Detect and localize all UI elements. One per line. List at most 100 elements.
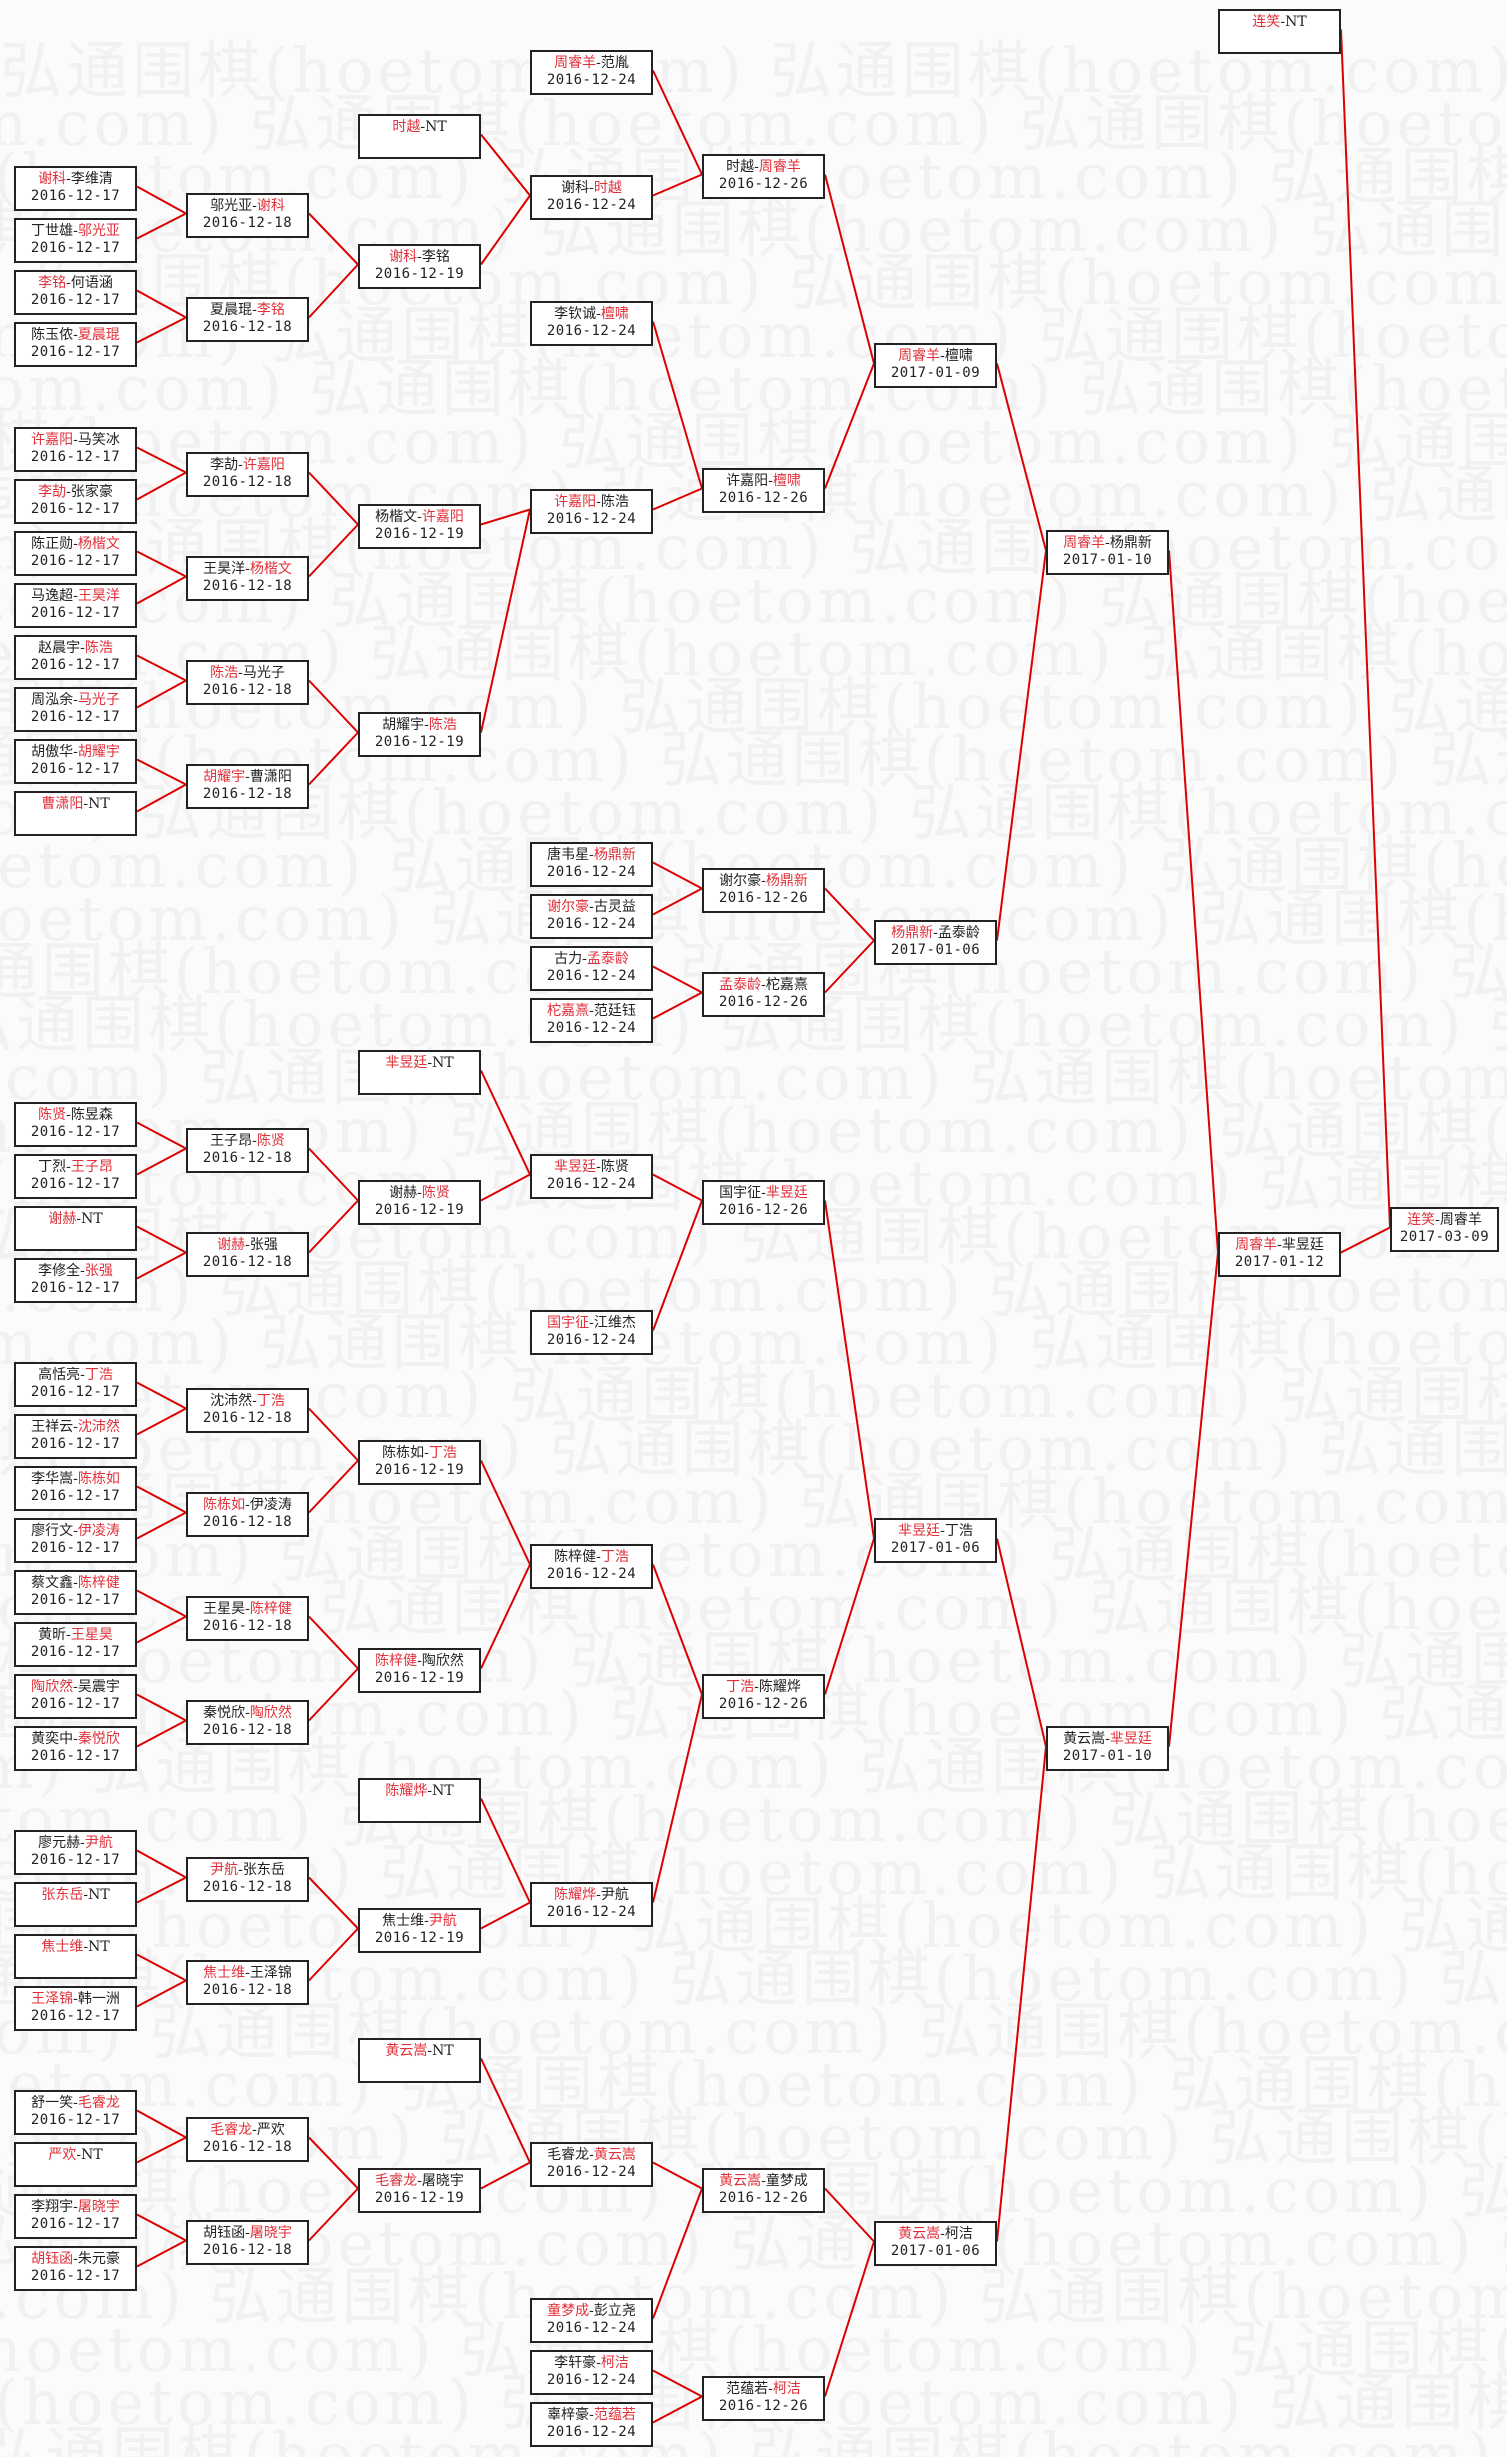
match-box[interactable]: 曹潇阳-NT bbox=[14, 791, 137, 836]
match-box[interactable]: 黄云嵩-NT bbox=[358, 2038, 481, 2083]
match-box[interactable]: 连笑-NT bbox=[1218, 9, 1341, 54]
player-1: 国宇征 bbox=[719, 1185, 762, 1201]
match-box[interactable]: 张东岳-NT bbox=[14, 1882, 137, 1927]
match-players: 谢科-李维清 bbox=[16, 171, 135, 188]
match-players: 黄云嵩-芈昱廷 bbox=[1048, 1731, 1167, 1748]
match-box[interactable]: 焦士维-NT bbox=[14, 1934, 137, 1979]
connector-line bbox=[136, 1953, 187, 1982]
match-box[interactable]: 谢赫-NT bbox=[14, 1206, 137, 1251]
match-box[interactable]: 芈昱廷-NT bbox=[358, 1050, 481, 1095]
player-1: 周睿羊 bbox=[554, 55, 597, 71]
player-1: 时越 bbox=[392, 119, 421, 135]
match-box[interactable]: 陈耀烨-NT bbox=[358, 1778, 481, 1823]
match-box[interactable]: 时越-NT bbox=[358, 114, 481, 159]
match-players: 毛睿龙-严欢 bbox=[188, 2122, 307, 2139]
match-box[interactable]: 严欢-NT bbox=[14, 2142, 137, 2187]
